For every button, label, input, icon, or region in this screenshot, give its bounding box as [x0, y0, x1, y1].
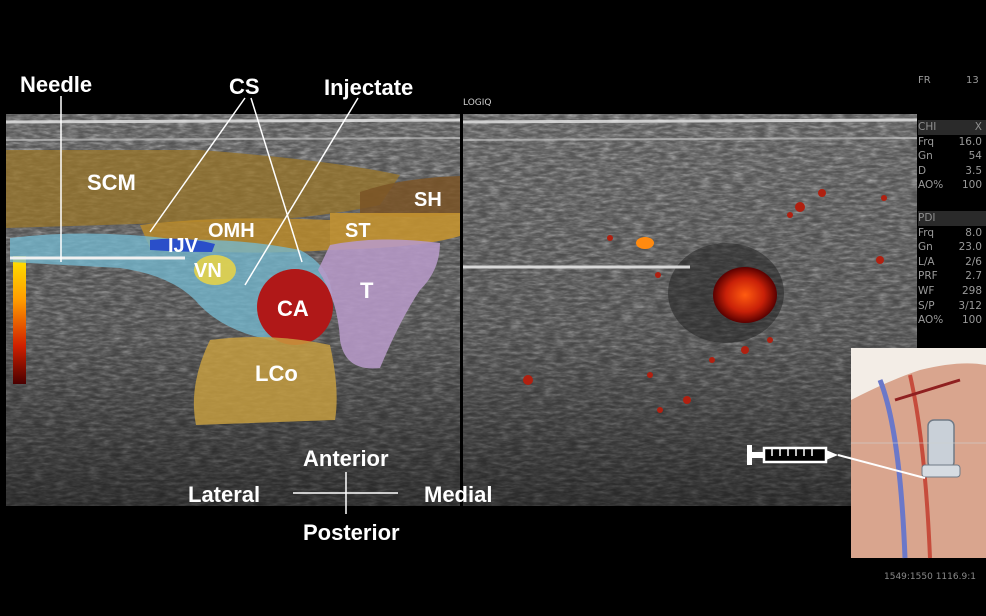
label-lco: LCo [255, 361, 298, 386]
frame-rate-value: 13 [966, 75, 979, 86]
sh-region [360, 176, 460, 217]
param-row: AO%100 [918, 179, 982, 192]
label-sh: SH [414, 189, 442, 211]
label-injectate: Injectate [324, 75, 414, 100]
scm-region [6, 150, 400, 228]
label-t: T [360, 278, 374, 303]
ca-region [257, 269, 333, 345]
frame-rate-label: FR [918, 75, 931, 86]
label-omh: OMH [208, 220, 255, 242]
label-medial: Medial [424, 482, 493, 507]
label-anterior: Anterior [303, 446, 389, 471]
t-region [318, 239, 440, 369]
vn-region [194, 255, 236, 285]
param-row: PDI [918, 211, 986, 226]
label-lateral: Lateral [188, 482, 261, 507]
device-brand: LOGIQ [463, 98, 492, 108]
anatomy-overlays [6, 150, 460, 425]
injectate-region [10, 233, 333, 340]
label-vn: VN [194, 260, 222, 282]
lco-region [193, 336, 337, 425]
syringe-icon [747, 445, 926, 479]
ijv-region [150, 238, 215, 252]
param-row: AO%100 [918, 314, 982, 327]
orientation-cross [293, 472, 398, 514]
label-needle: Needle [20, 72, 93, 97]
label-cs: CS [229, 74, 260, 99]
label-ca: CA [277, 296, 309, 321]
label-scm: SCM [87, 170, 136, 195]
right-ultrasound-panel [462, 114, 918, 506]
anatomy-inset-illustration [851, 348, 986, 559]
label-posterior: Posterior [303, 520, 400, 545]
pointer-lines [60, 96, 359, 286]
color-scale-bar [13, 256, 26, 384]
label-ijv: IJV [168, 235, 199, 257]
device-footer: 1549:1550 1116.9:1 [884, 572, 976, 582]
label-st: ST [345, 220, 371, 242]
